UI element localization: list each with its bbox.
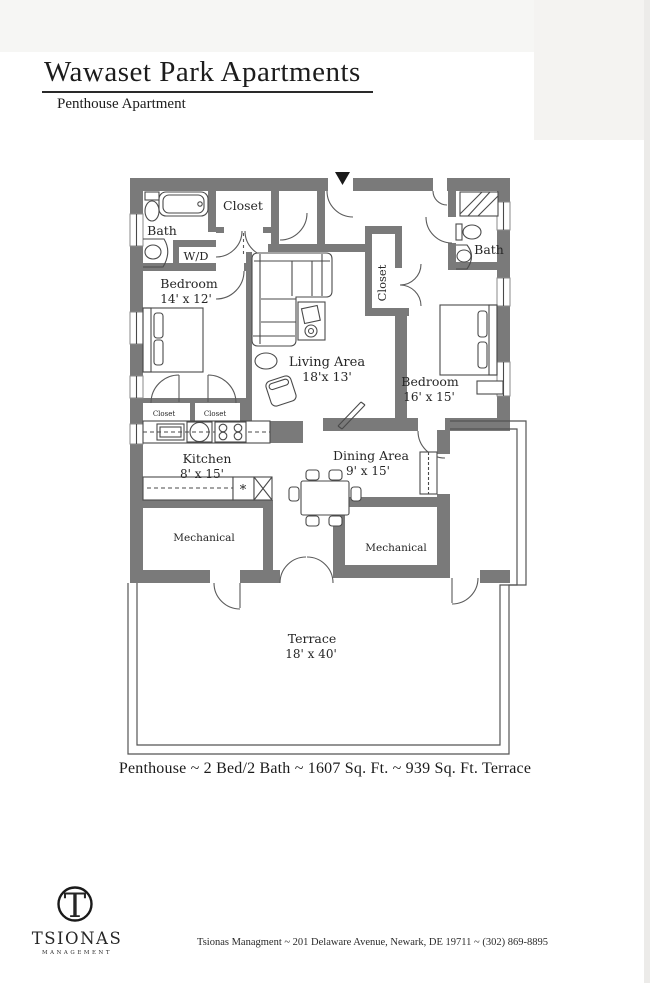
label-terrace-dims: 18' x 40' bbox=[285, 647, 337, 661]
bath-left-fixtures bbox=[143, 191, 209, 268]
label-living: Living Area bbox=[289, 355, 365, 370]
label-bath-right: Bath bbox=[474, 242, 504, 257]
label-terrace: Terrace bbox=[288, 631, 337, 646]
dining-furniture bbox=[288, 469, 362, 527]
label-bedroom-right-dims: 16' x 15' bbox=[403, 390, 455, 404]
label-living-dims: 18'x 13' bbox=[302, 369, 352, 384]
plan-caption: Penthouse ~ 2 Bed/2 Bath ~ 1607 Sq. Ft. … bbox=[118, 760, 532, 777]
kitchen-fixtures: * bbox=[142, 420, 273, 501]
room-labels: Bath Closet W/D Bedroom 14' x 12' Living… bbox=[147, 198, 504, 661]
living-furniture bbox=[251, 252, 366, 430]
terrace-boundary bbox=[127, 420, 527, 755]
footer-contact: Tsionas Managment ~ 201 Delaware Avenue,… bbox=[197, 937, 548, 948]
bedroom-left-furniture bbox=[142, 307, 204, 373]
label-bedroom-left-dims: 14' x 12' bbox=[160, 292, 212, 306]
label-closet-small-left: Closet bbox=[153, 410, 176, 418]
label-closet-small-right: Closet bbox=[204, 410, 227, 418]
bath-right-fixtures bbox=[455, 191, 499, 270]
appliance-mark: * bbox=[240, 483, 247, 498]
label-closet-mid: Closet bbox=[375, 264, 389, 301]
doors bbox=[150, 190, 479, 610]
label-bath-left: Bath bbox=[147, 223, 177, 238]
label-closet-top: Closet bbox=[223, 198, 263, 213]
label-dining-dims: 9' x 15' bbox=[346, 464, 390, 478]
logo-name: TSIONAS bbox=[32, 929, 123, 948]
entry-arrow-icon bbox=[335, 172, 350, 185]
label-dining: Dining Area bbox=[333, 448, 409, 463]
page-title: Wawaset Park Apartments bbox=[42, 56, 373, 93]
label-kitchen-dims: 8' x 15' bbox=[180, 467, 224, 481]
label-kitchen: Kitchen bbox=[183, 451, 232, 466]
logo-monogram: T bbox=[64, 886, 87, 926]
label-mechanical-right: Mechanical bbox=[365, 542, 427, 554]
logo-tagline: MANAGEMENT bbox=[42, 950, 112, 956]
scan-artifact-corner bbox=[534, 0, 644, 140]
scan-artifact-right-edge bbox=[644, 0, 650, 983]
logo-circle-icon bbox=[57, 886, 93, 922]
tsionas-logo: T TSIONAS MANAGEMENT bbox=[32, 886, 123, 956]
label-bedroom-right: Bedroom bbox=[401, 374, 459, 389]
label-wd: W/D bbox=[184, 249, 209, 263]
label-bedroom-left: Bedroom bbox=[160, 276, 218, 291]
page-subtitle: Penthouse Apartment bbox=[57, 96, 186, 112]
label-mechanical-left: Mechanical bbox=[173, 532, 235, 544]
bedroom-right-furniture bbox=[439, 304, 504, 395]
